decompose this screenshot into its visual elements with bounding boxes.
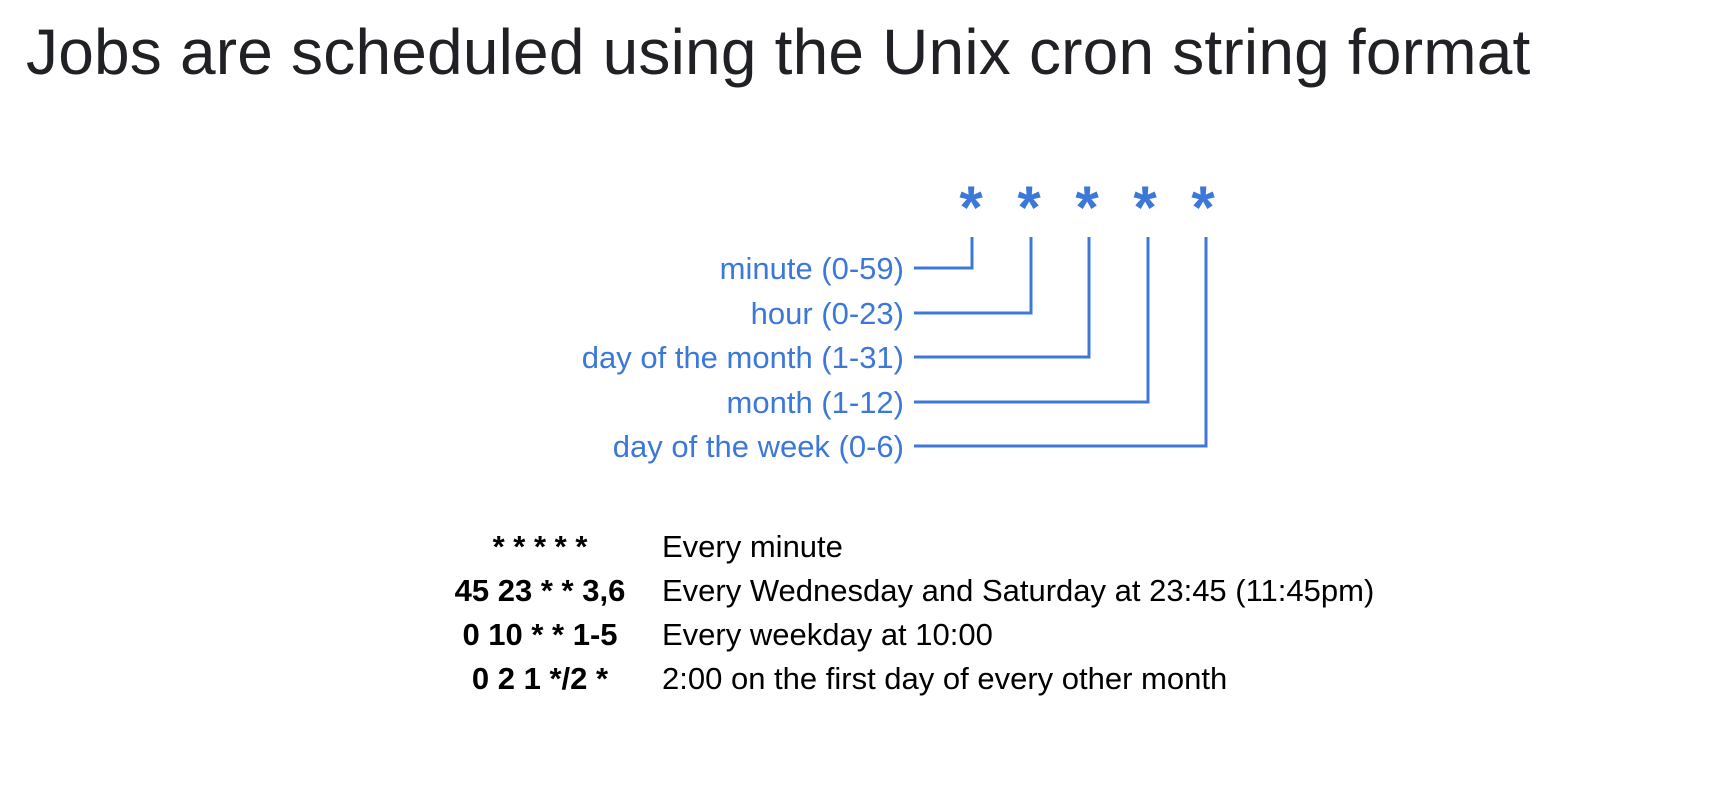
cron-star-minute: *	[959, 174, 983, 241]
example-expression: 45 23 * * 3,6	[454, 573, 626, 608]
connector-minute	[914, 237, 974, 270]
connector-month	[914, 237, 1150, 404]
example-expression: 0 2 1 */2 *	[471, 661, 609, 696]
example-expression: 0 10 * * 1-5	[462, 617, 618, 652]
example-description: Every Wednesday and Saturday at 23:45 (1…	[662, 573, 1375, 608]
example-description: Every minute	[662, 529, 843, 564]
example-row: 0 2 1 */2 * 2:00 on the first day of eve…	[0, 661, 1736, 705]
example-description: 2:00 on the first day of every other mon…	[662, 661, 1228, 696]
field-label-month: month (1-12)	[727, 385, 904, 420]
example-row: 0 10 * * 1-5 Every weekday at 10:00	[0, 617, 1736, 661]
example-row: * * * * * Every minute	[0, 529, 1736, 573]
connector-day-of-week	[914, 237, 1208, 448]
page-title: Jobs are scheduled using the Unix cron s…	[26, 16, 1531, 88]
cron-star-month: *	[1133, 174, 1157, 241]
cron-star-day-of-week: *	[1191, 174, 1215, 241]
example-row: 45 23 * * 3,6 Every Wednesday and Saturd…	[0, 573, 1736, 617]
cron-star-day-of-month: *	[1075, 174, 1099, 241]
field-label-minute: minute (0-59)	[720, 251, 904, 286]
example-description: Every weekday at 10:00	[662, 617, 993, 652]
connector-day-of-month	[914, 237, 1091, 359]
field-label-hour: hour (0-23)	[751, 296, 904, 331]
cron-field-diagram: * * * * * minute (0-59) hour (0-23) day …	[582, 174, 1216, 464]
connector-hour	[914, 237, 1033, 315]
example-expression: * * * * *	[492, 529, 588, 564]
field-label-day-of-month: day of the month (1-31)	[582, 340, 904, 375]
cron-star-hour: *	[1017, 174, 1041, 241]
field-label-day-of-week: day of the week (0-6)	[613, 429, 904, 464]
